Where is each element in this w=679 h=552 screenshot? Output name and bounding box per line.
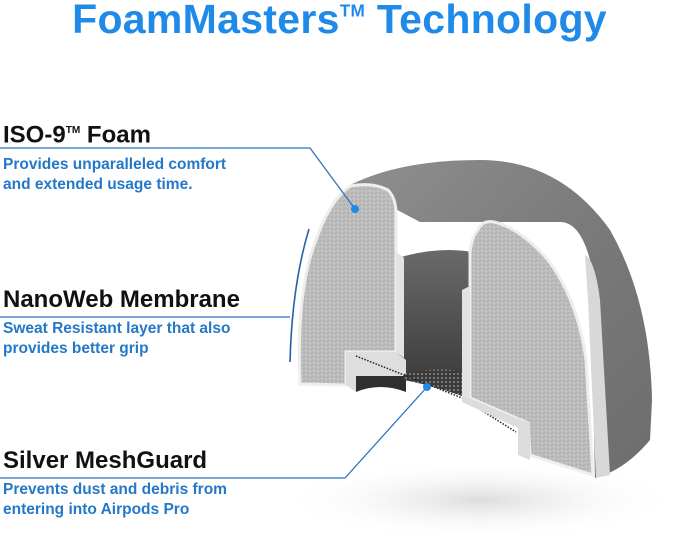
heading-text: ISO-9 xyxy=(3,121,66,149)
feature-iso9-foam: ISO-9TM Foam Provides unparalleled comfo… xyxy=(3,117,226,195)
inner-canal xyxy=(398,249,478,385)
title-trademark: TM xyxy=(339,0,366,21)
callout-dot-meshguard xyxy=(423,383,431,391)
title-suffix: Technology xyxy=(365,0,607,42)
callout-line-iso9-foam xyxy=(0,147,356,210)
description-line: Prevents dust and debris from xyxy=(3,481,227,498)
title-brand: FoamMasters xyxy=(72,0,340,42)
feature-heading: ISO-9TM Foam xyxy=(3,117,226,150)
floor-shadow xyxy=(280,460,679,540)
feature-nanoweb-membrane: NanoWeb Membrane Sweat Resistant layer t… xyxy=(3,286,240,359)
feature-heading: Silver MeshGuard xyxy=(3,447,208,474)
callout-dot-iso9-foam xyxy=(351,205,359,213)
callout-line-meshguard xyxy=(0,386,428,479)
heading-trademark: TM xyxy=(65,125,81,136)
right-inner-rim xyxy=(462,286,470,398)
description-line: entering into Airpods Pro xyxy=(3,501,190,518)
page-title: FoamMastersTM Technology xyxy=(0,0,679,43)
right-step xyxy=(462,395,530,460)
callout-bracket-nanoweb xyxy=(289,228,310,363)
description-line: Sweat Resistant layer that also xyxy=(3,320,231,337)
description-line: Provides unparalleled comfort xyxy=(3,155,227,173)
right-foam-section xyxy=(468,220,595,478)
feature-description: Prevents dust and debris from entering i… xyxy=(3,480,227,520)
left-foam-section xyxy=(297,183,398,387)
heading-suffix: Foam xyxy=(80,121,151,149)
feature-description: Sweat Resistant layer that also provides… xyxy=(3,319,240,359)
description-line: provides better grip xyxy=(3,340,149,357)
silver-meshguard xyxy=(404,369,462,396)
shell-rim xyxy=(585,255,610,478)
left-lower-cavity xyxy=(356,376,406,392)
feature-silver-meshguard: Silver MeshGuard Prevents dust and debri… xyxy=(3,447,227,520)
left-step xyxy=(346,352,406,392)
feature-description: Provides unparalleled comfort and extend… xyxy=(3,155,226,195)
description-line: and extended usage time. xyxy=(3,175,193,193)
feature-heading: NanoWeb Membrane xyxy=(3,286,240,313)
left-inner-rim xyxy=(396,252,404,358)
